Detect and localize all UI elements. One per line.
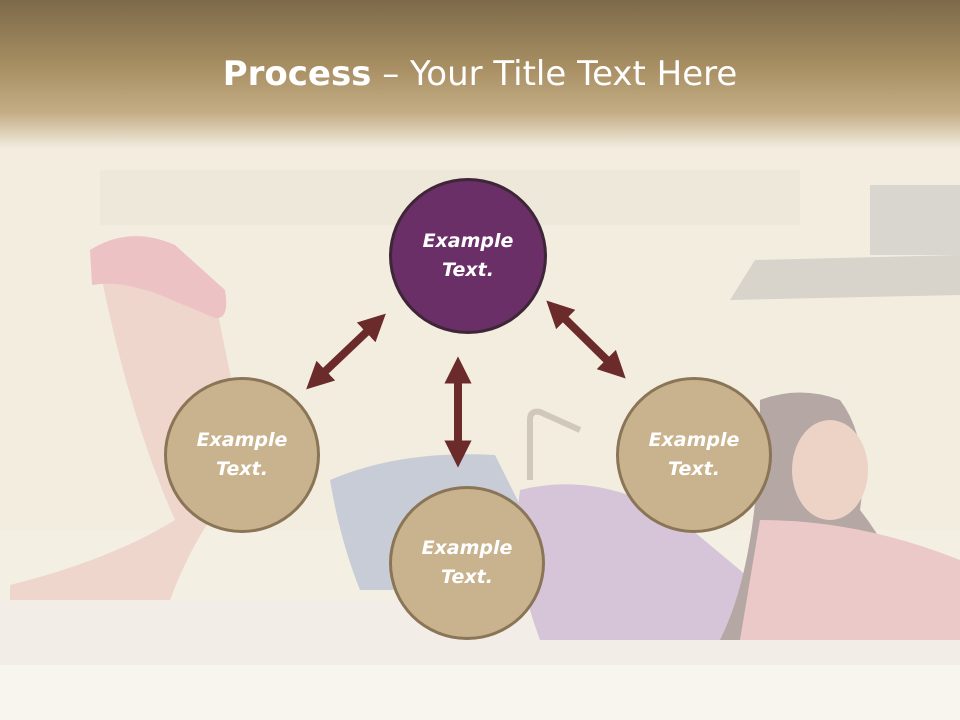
node-top-line1: Example [422,230,514,252]
title-rest: – Your Title Text Here [371,54,738,94]
node-top-line2: Text. [442,259,494,281]
node-left-line2: Text. [216,458,268,480]
node-bottom-line2: Text. [441,566,493,588]
title-banner [0,0,960,150]
node-right-line2: Text. [668,458,720,480]
arrow-top-left [306,313,386,390]
node-right-line1: Example [648,429,740,451]
title-strong: Process [222,54,372,94]
node-right: Example Text. [616,377,772,533]
arrow-top-right [546,300,626,379]
node-bottom-line1: Example [421,537,513,559]
node-left: Example Text. [164,377,320,533]
node-left-line1: Example [196,429,288,451]
node-top: Example Text. [389,178,547,334]
slide-title: Process – Your Title Text Here [0,52,960,96]
node-bottom: Example Text. [389,486,545,640]
